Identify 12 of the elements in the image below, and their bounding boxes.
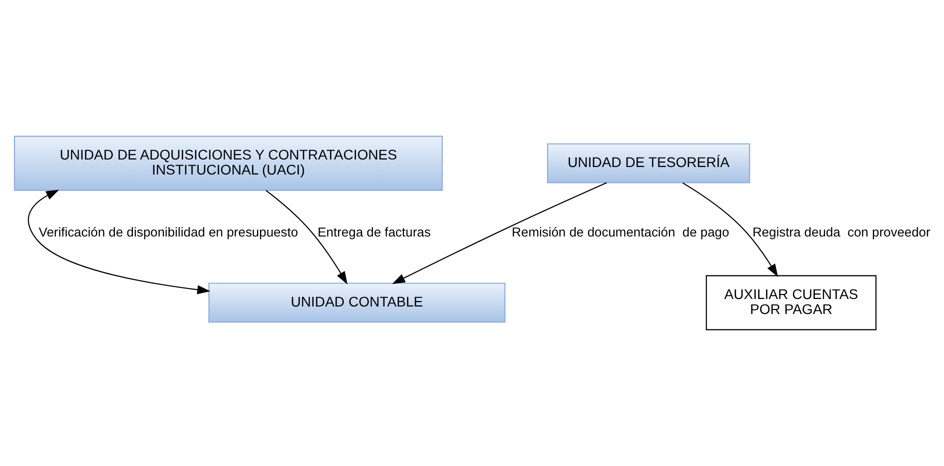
edge-label: Verificación de disponibilidad en presupuesto [38, 224, 298, 240]
node-box: UNIDAD CONTABLE [208, 282, 505, 323]
node-box: AUXILIAR CUENTAS POR PAGAR [705, 275, 876, 330]
arrow [392, 182, 606, 284]
node-box: UNIDAD DE ADQUISICIONES Y CONTRATACIONES INSTITUCIONAL (UACI) [13, 136, 442, 191]
node-box: UNIDAD DE TESORERÍA [546, 143, 750, 184]
edge-label: Remisión de documentación de pago [511, 224, 729, 240]
arrow [682, 182, 778, 277]
edge-label: Registra deuda con proveedor [752, 224, 930, 240]
arrow [27, 190, 210, 294]
arrow [265, 190, 347, 284]
edge-label: Entrega de facturas [317, 224, 430, 240]
